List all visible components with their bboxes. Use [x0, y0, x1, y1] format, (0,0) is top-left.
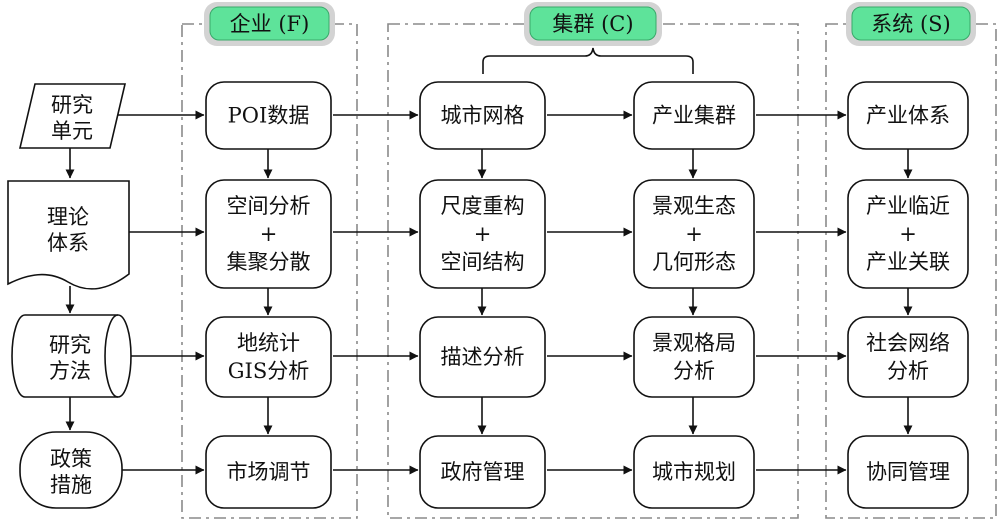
- connectors: [65, 110, 913, 475]
- node-box: [633, 316, 755, 398]
- theory-system-text: 理论体系: [47, 205, 89, 255]
- node-firm-spatial: 空间分析 + 集聚分散: [205, 179, 332, 289]
- node-label-line: 分析: [673, 359, 715, 383]
- node-label-line: 几何形态: [652, 250, 736, 274]
- research-unit-node: 研究单元: [18, 83, 127, 149]
- node-label-line: 城市网格: [441, 104, 525, 128]
- node-label-line: 政府管理: [441, 460, 525, 484]
- node-cluster-b-industry: 产业集群: [633, 81, 755, 150]
- node-firm-gis: 地统计 GIS分析: [205, 316, 332, 398]
- node-box: [633, 81, 755, 150]
- header-system-label: 系统 (S): [871, 12, 950, 36]
- header-firm: 企业 (F): [204, 2, 335, 46]
- node-label-line: +: [474, 222, 492, 246]
- node-label-line: 空间分析: [227, 194, 311, 218]
- node-cluster-b-landscape: 景观生态 + 几何形态: [633, 179, 755, 289]
- cluster-brace: [482, 47, 694, 74]
- node-system-collab: 协同管理: [847, 435, 969, 509]
- policy-measures-node: 政策措施: [19, 431, 123, 509]
- header-cluster: 集群 (C): [524, 2, 662, 46]
- node-firm-poi: POI数据: [205, 81, 332, 150]
- node-box: [847, 435, 969, 509]
- node-label-line: 尺度重构: [441, 194, 525, 218]
- node-system-structure: 产业体系: [847, 81, 969, 150]
- header-system: 系统 (S): [846, 2, 976, 46]
- node-label-line: 市场调节: [227, 460, 311, 484]
- node-system-proximity: 产业临近 + 产业关联: [847, 179, 969, 289]
- node-label-line: +: [685, 222, 703, 246]
- node-label-line: 集聚分散: [227, 250, 311, 274]
- node-box: [205, 316, 332, 398]
- node-label-line: 社会网络: [866, 331, 950, 355]
- theory-system-node: 理论体系: [7, 180, 130, 290]
- research-method-text: 研究方法: [49, 333, 91, 383]
- node-box: [633, 435, 755, 509]
- node-label-line: POI数据: [228, 104, 310, 128]
- node-label-line: 景观格局: [652, 331, 736, 355]
- frame-firm: [181, 23, 358, 519]
- node-label-line: 地统计: [237, 331, 300, 355]
- node-cluster-a-grid: 城市网格: [419, 81, 546, 150]
- node-box: [205, 435, 332, 509]
- research-method-node: 研究方法: [11, 314, 132, 398]
- research-unit-text: 研究单元: [51, 93, 93, 143]
- node-cluster-a-scale: 尺度重构 + 空间结构: [419, 179, 546, 289]
- node-label-line: 城市规划: [652, 460, 736, 484]
- node-label-line: 产业临近: [866, 194, 950, 218]
- node-box: [633, 179, 755, 289]
- node-cluster-b-planning: 城市规划: [633, 435, 755, 509]
- node-label-line: +: [899, 222, 917, 246]
- node-label-line: 产业体系: [866, 104, 950, 128]
- node-label-line: 协同管理: [866, 460, 950, 484]
- node-firm-market: 市场调节: [205, 435, 332, 509]
- node-label-line: +: [260, 222, 278, 246]
- node-label-line: 分析: [887, 359, 929, 383]
- node-cluster-a-desc: 描述分析: [419, 316, 546, 398]
- node-label-line: 产业集群: [652, 104, 736, 128]
- node-label-line: GIS分析: [228, 359, 309, 383]
- node-label-line: 空间结构: [441, 250, 525, 274]
- node-box: [419, 435, 546, 509]
- node-cluster-a-gov: 政府管理: [419, 435, 546, 509]
- node-label-line: 描述分析: [441, 345, 525, 369]
- header-firm-label: 企业 (F): [230, 12, 310, 36]
- node-label-line: 产业关联: [866, 250, 950, 274]
- node-label-line: 景观生态: [652, 194, 736, 218]
- node-box: [847, 316, 969, 398]
- policy-measures-text: 政策措施: [50, 447, 92, 497]
- header-cluster-label: 集群 (C): [552, 12, 633, 36]
